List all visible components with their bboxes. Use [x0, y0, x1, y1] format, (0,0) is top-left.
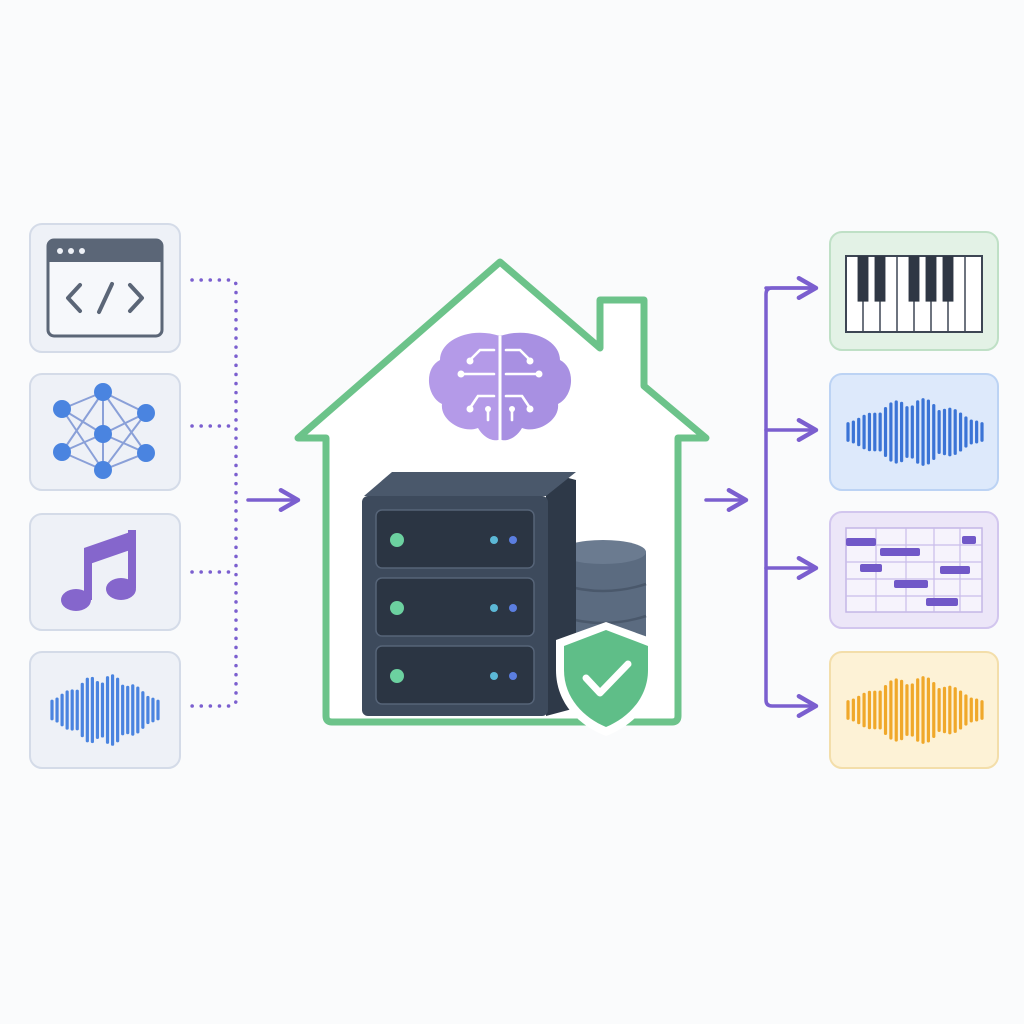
output-card-piano: [829, 231, 999, 351]
piano-keys-icon: [845, 255, 983, 333]
input-card-code: [29, 223, 181, 353]
code-window-icon: [46, 238, 164, 338]
neural-network-icon: [53, 383, 155, 479]
input-card-neural-network: [29, 373, 181, 491]
audio-waveform-icon: [50, 674, 160, 746]
output-card-golden-waveform: [829, 651, 999, 769]
input-connectors: [190, 278, 238, 708]
brain-circuit-icon: [428, 332, 572, 441]
input-card-music: [29, 513, 181, 631]
input-card-audio: [29, 651, 181, 769]
piano-roll-icon: [845, 527, 983, 613]
audio-waveform-icon: [846, 676, 984, 744]
audio-waveform-icon: [846, 398, 984, 466]
output-card-waveform: [829, 373, 999, 491]
output-card-piano-roll: [829, 511, 999, 629]
server-rack-icon: [362, 472, 576, 716]
shield-check-icon: [556, 622, 656, 736]
output-connectors: [764, 275, 819, 719]
music-note-icon: [61, 530, 136, 611]
